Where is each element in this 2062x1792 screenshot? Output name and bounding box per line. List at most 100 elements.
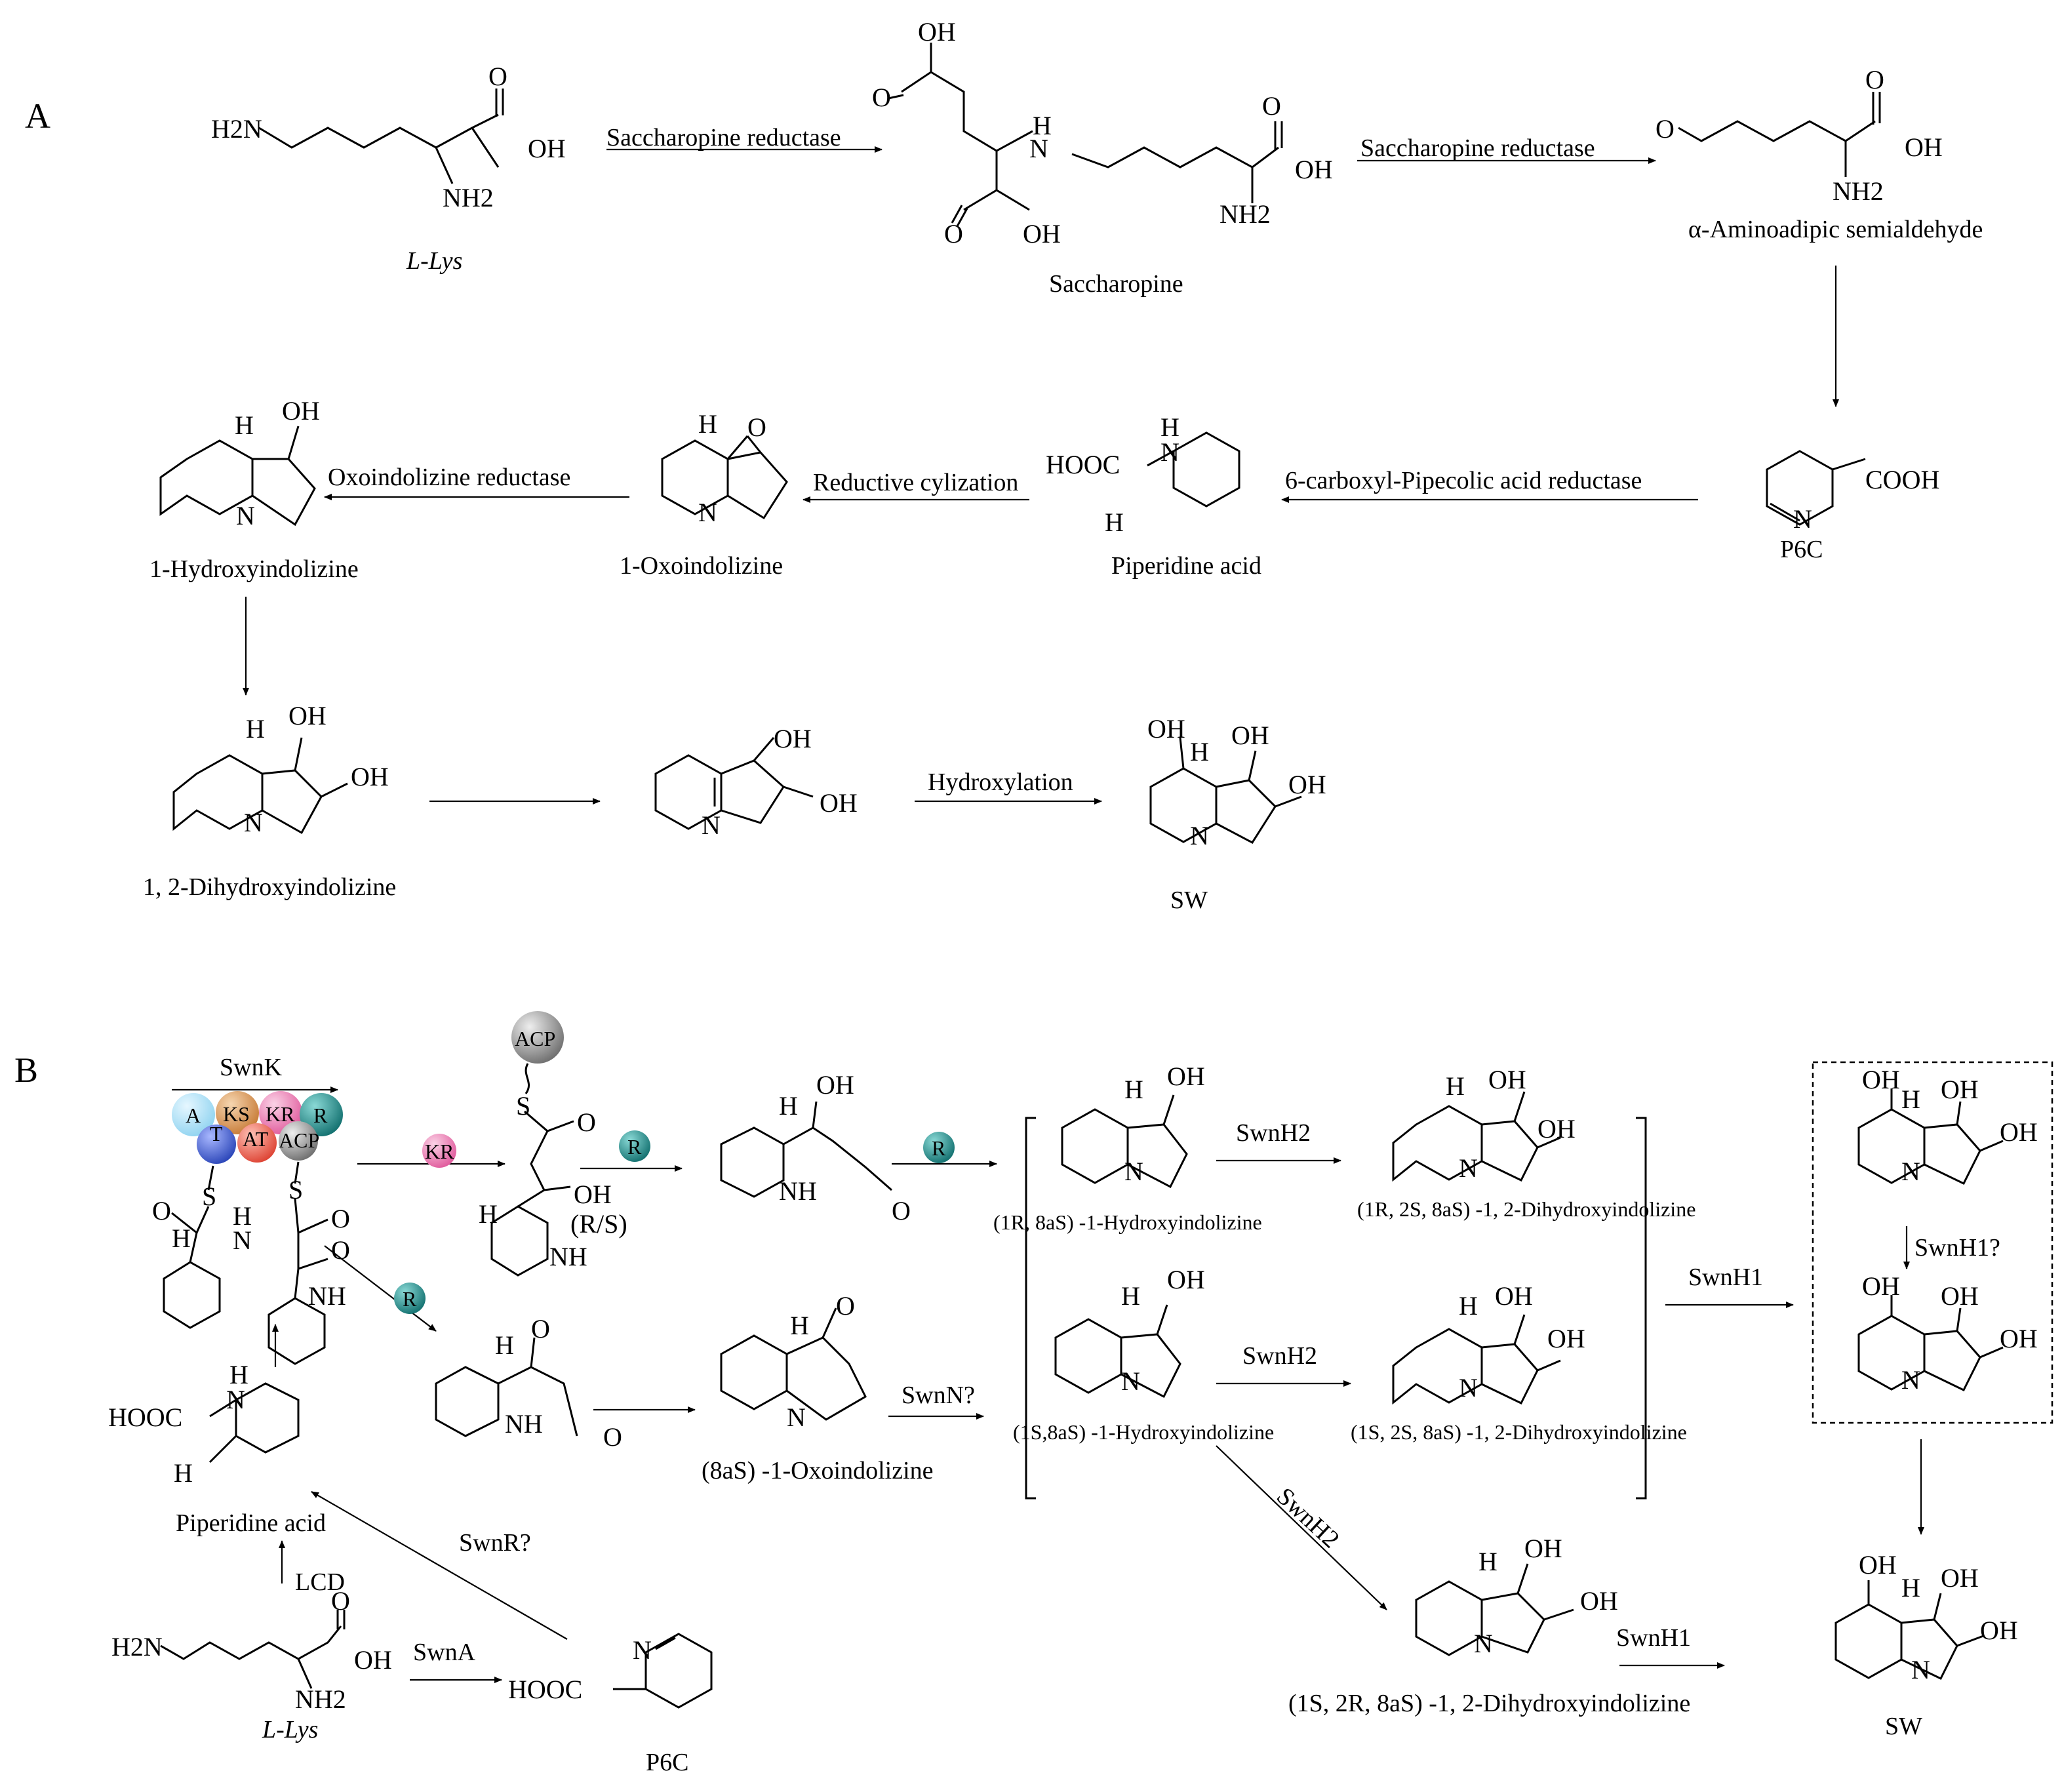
r-badge-3 [394,1283,426,1314]
hydroxyindolizine-structure-a: H OH N 1-Hydroxyindolizine [149,396,359,583]
d1r2s-oh2: OH [1537,1114,1576,1144]
lysine-label: L-Lys [406,247,462,275]
domain-acp-label: ACP [279,1128,319,1152]
enzyme-bound-intermediates: S O H H N S O O NH [152,1161,350,1365]
piperidine-label-a: Piperidine acid [1111,552,1261,580]
domain-a [172,1093,215,1136]
sac-n: N [1029,134,1048,163]
bb-oh2: OH [1941,1281,1979,1311]
sw-oh3-b: OH [1980,1616,2018,1645]
oxo-o: O [747,412,766,442]
enzyme-swnh2-diagonal: SwnH2 [1271,1483,1345,1553]
ha-nh: NH [779,1176,817,1206]
acp-intermediate: ACP S O OH (R/S) H NH [479,1011,627,1277]
pipb-h1: H [229,1360,248,1389]
bt-h: H [1901,1085,1920,1114]
domain-r-label: R [313,1104,328,1127]
d1r2s-h: H [1446,1071,1465,1101]
sk2-s: S [288,1175,303,1205]
panel-label-b: B [14,1050,38,1090]
hydroxyindolizine-1s: H OH N (1S,8aS) -1-Hydroxyindolizine [1013,1265,1274,1444]
d1s2s-oh2: OH [1547,1324,1585,1353]
ka-o1: O [531,1314,550,1344]
oxoindolizine-structure-a: H O N 1-Oxoindolizine [620,409,788,580]
h1r-n: N [1124,1157,1143,1186]
left-bracket [1025,1117,1036,1500]
enzyme-swnh2-1r: SwnH2 [1236,1119,1311,1147]
domain-at [237,1123,277,1163]
sw-label-b: SW [1885,1713,1922,1740]
ha-oh: OH [816,1070,854,1100]
p6cb-n: N [633,1635,652,1665]
acp-oh: OH [574,1180,612,1209]
sk2-o1: O [331,1204,350,1233]
d1s2r-n: N [1474,1629,1493,1658]
dihydroxyindolizine-1s2s-label: (1S, 2S, 8aS) -1, 2-Dihydroxyindolizine [1351,1420,1687,1444]
acp-sphere [511,1011,564,1064]
hydroxyindolizine-1s-label: (1S,8aS) -1-Hydroxyindolizine [1013,1420,1274,1444]
hydroxy-aldehyde: H OH NH O [720,1070,911,1225]
p6c-label-b: P6C [646,1749,688,1776]
sw-n-b: N [1911,1655,1930,1684]
acp-rs: (R/S) [570,1209,627,1239]
sw-oh1-b: OH [1859,1550,1897,1580]
sac-o-bottom: O [944,219,963,249]
d1s2r-oh1: OH [1524,1534,1562,1563]
bb-oh3: OH [2000,1324,2038,1353]
acp-o: O [577,1107,596,1137]
enzyme-swnh1-final: SwnH1 [1616,1624,1691,1652]
sw-oh2-b: OH [1941,1563,1979,1593]
d1r2s-n: N [1459,1153,1478,1183]
sw-label-a: SW [1170,886,1208,914]
enzyme-hydroxylation: Hydroxylation [928,768,1073,796]
d1s2r-oh2: OH [1580,1586,1618,1616]
aasa-structure: O O OH NH2 α-Aminoadipic semialdehyde [1656,65,1983,243]
pip-h-top: H [1160,412,1180,442]
oxob-o: O [836,1291,855,1321]
sac-h: H [1033,111,1052,140]
pip-hooc-a: HOOC [1046,450,1120,479]
h1s-h: H [1121,1281,1140,1311]
sk1-n: N [233,1225,252,1255]
swainsonine-structure-b: OH H OH OH N SW [1834,1550,2018,1740]
aasa-label: α-Aminoadipic semialdehyde [1688,216,1983,243]
oxob-h: H [790,1311,809,1340]
iminium-structure-a: OH OH N [654,724,858,840]
hydroxyindolizine-label-a: 1-Hydroxyindolizine [149,555,359,583]
saccharopine-structure: OH O H N O OH O OH NH2 Saccharopine [872,17,1333,298]
ka-nh: NH [505,1409,543,1439]
dihydroxyindolizine-1s2r-label: (1S, 2R, 8aS) -1, 2-Dihydroxyindolizine [1288,1690,1690,1717]
d1s2s-n: N [1459,1373,1478,1403]
pipb-h2: H [174,1458,193,1488]
h1s-n: N [1121,1366,1140,1396]
piperidine-structure-b: HOOC H N H Piperidine acid [108,1360,326,1537]
r-badge-3-label: R [403,1287,417,1311]
enzyme-swnh1-a: SwnH1 [1688,1264,1763,1291]
imin-oh1: OH [774,724,812,753]
arrow-swnr [311,1491,568,1640]
ka-o2: O [603,1422,622,1452]
kr-badge-label: KR [425,1140,454,1163]
r-badge-1-label: R [627,1135,642,1159]
acp-s: S [516,1091,530,1121]
dihydroxyindolizine-label-a: 1, 2-Dihydroxyindolizine [143,873,396,901]
sw-oh3-a: OH [1288,770,1326,799]
domain-at-label: AT [243,1127,269,1151]
dihydroxyindolizine-1r2s-label: (1R, 2S, 8aS) -1, 2-Dihydroxyindolizine [1357,1197,1695,1221]
oxoindolizine-structure-b: H O N (8aS) -1-Oxoindolizine [702,1291,934,1484]
d1r2s-oh1: OH [1488,1065,1526,1094]
enzyme-pipecolic-reductase: 6-carboxyl-Pipecolic acid reductase [1285,467,1642,494]
sac-oh-top: OH [918,17,956,47]
box-top-structure: OH H OH OH N [1857,1065,2038,1186]
bb-oh1: OH [1862,1271,1900,1301]
sac-o-right: O [1262,91,1281,121]
enzyme-lcd: LCD [295,1568,345,1596]
lysine-structure-a: H2N O OH NH2 L-Lys [211,62,566,275]
enzyme-swnr: SwnR? [459,1529,531,1557]
oxoindolizine-label-a: 1-Oxoindolizine [620,552,783,580]
lysb-h2n: H2N [111,1632,163,1662]
panel-label-a: A [25,96,50,136]
piperidine-structure-a: HOOC H N H Piperidine acid [1046,412,1261,580]
pipb-hooc: HOOC [108,1403,182,1432]
aasa-o: O [1865,65,1884,94]
